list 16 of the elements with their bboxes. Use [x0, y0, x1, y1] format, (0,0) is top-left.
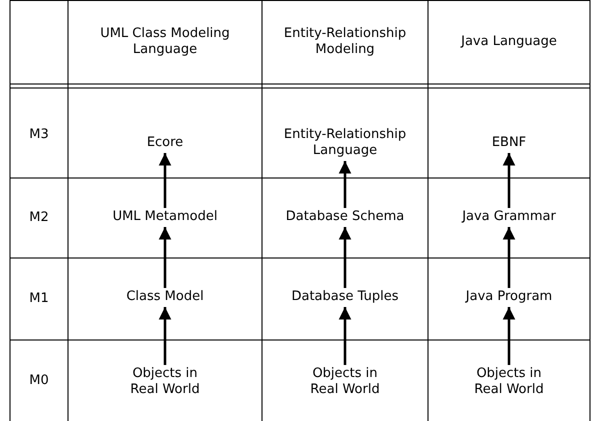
column-header: Entity-Relationship Modeling: [282, 26, 408, 58]
arrow: [158, 153, 172, 208]
column-header: UML Class Modeling Language: [99, 26, 231, 58]
row-label: M2: [28, 210, 50, 226]
row-label: M1: [28, 291, 50, 307]
arrow: [502, 307, 516, 365]
arrow: [502, 153, 516, 208]
row-label: M3: [28, 127, 50, 143]
arrow: [158, 227, 172, 288]
arrow: [338, 161, 352, 208]
arrow: [338, 307, 352, 365]
arrow: [338, 227, 352, 288]
row-label: M0: [28, 372, 50, 388]
column-header: Java Language: [460, 34, 558, 50]
arrow: [502, 227, 516, 288]
arrow: [158, 307, 172, 365]
